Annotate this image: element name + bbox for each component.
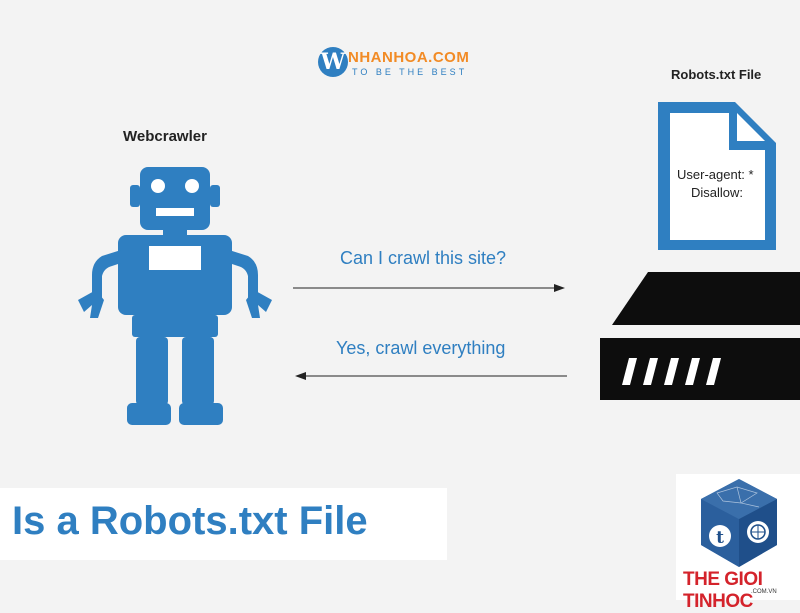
robots-file-label: Robots.txt File [671, 67, 762, 82]
request-message: Can I crawl this site? [340, 248, 507, 268]
logo-tagline: TO BE THE BEST [352, 67, 468, 77]
file-disallow-line: Disallow: [691, 185, 744, 200]
headline-box [0, 488, 447, 560]
left-arrow-icon [295, 372, 567, 380]
response-message: Yes, crawl everything [336, 338, 506, 358]
svg-text:t: t [716, 528, 724, 548]
headline: Is a Robots.txt File [12, 499, 368, 543]
robot-icon [78, 167, 272, 425]
brand-domain: .COM.VN [751, 589, 777, 595]
brand-name: THE GIOI TINHOC [683, 569, 763, 612]
server-icon [600, 272, 800, 400]
nhanhoa-logo: W NHANHOA.COM TO BE THE BEST [318, 45, 518, 85]
file-user-agent-line: User-agent: * [677, 167, 754, 182]
brand-cube-icon: t [701, 479, 777, 567]
document-icon [658, 102, 776, 250]
logo-w-icon: W [318, 47, 348, 77]
right-arrow-icon [293, 284, 565, 292]
logo-name: NHANHOA.COM [348, 49, 470, 66]
webcrawler-label: Webcrawler [123, 128, 207, 145]
